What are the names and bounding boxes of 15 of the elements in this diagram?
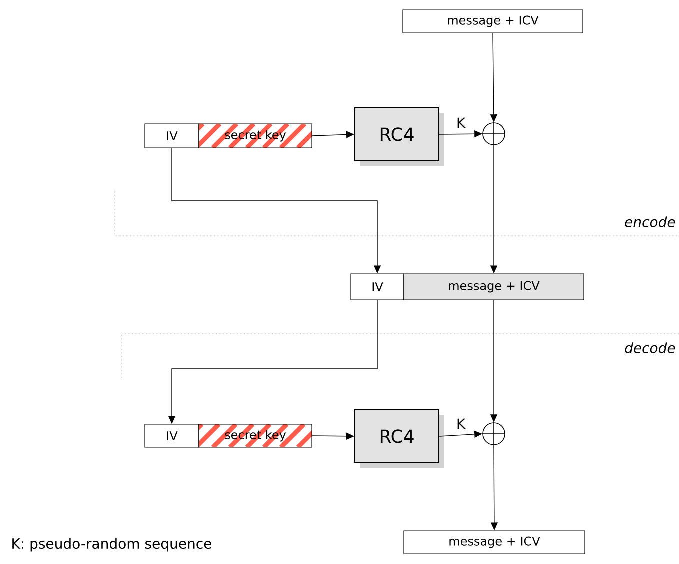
cipher-box: RC4 (354, 410, 444, 468)
field-box: message + ICV (404, 530, 586, 554)
field-box: message + ICV (402, 10, 584, 34)
xor-symbol (482, 422, 506, 446)
field-box: IV (144, 424, 200, 448)
field-box: IV (350, 274, 404, 300)
edge-label: K (455, 116, 467, 130)
cipher-box: RC4 (354, 108, 444, 166)
note: K: pseudo-random sequence (12, 538, 212, 552)
edge-label: K (455, 418, 467, 430)
section-label: decode (625, 342, 676, 354)
section-label: encode (625, 216, 676, 228)
field-box: message + ICV (404, 274, 584, 300)
xor-symbol (482, 122, 506, 146)
field-box: IV (144, 124, 200, 148)
